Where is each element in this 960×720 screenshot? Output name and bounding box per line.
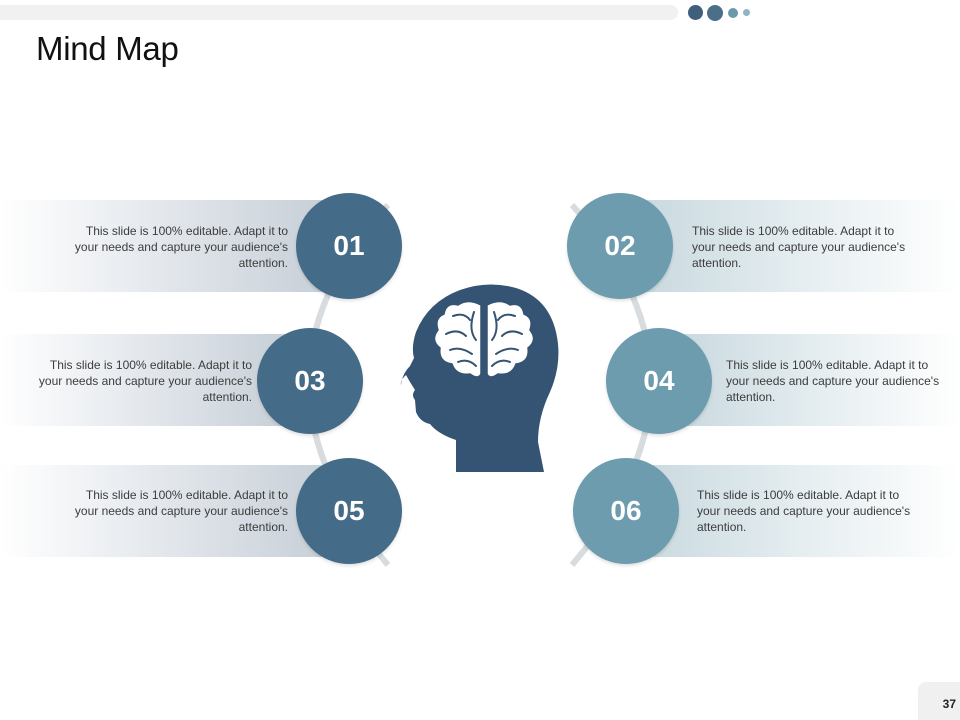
number-circle-04: 04 (606, 328, 712, 434)
item-text-05: This slide is 100% editable. Adapt it to… (74, 488, 288, 534)
page-number: 37 (942, 697, 956, 711)
number-circle-02: 02 (567, 193, 673, 299)
top-decorative-bar (0, 5, 678, 20)
decorative-dot (707, 5, 723, 21)
item-text-01: This slide is 100% editable. Adapt it to… (74, 224, 288, 270)
decorative-dot (728, 8, 738, 18)
number-circle-06: 06 (573, 458, 679, 564)
number-circle-03: 03 (257, 328, 363, 434)
decorative-dot (743, 9, 750, 16)
item-text-04: This slide is 100% editable. Adapt it to… (726, 358, 940, 404)
page-number-box: 37 (918, 682, 960, 720)
slide-title: Mind Map (36, 30, 179, 67)
band-item-02 (620, 200, 960, 292)
item-text-06: This slide is 100% editable. Adapt it to… (697, 488, 911, 534)
item-text-03: This slide is 100% editable. Adapt it to… (38, 358, 252, 404)
brain-folds (445, 311, 523, 367)
head-with-brain-icon (400, 284, 559, 472)
number-circle-01: 01 (296, 193, 402, 299)
number-circle-05: 05 (296, 458, 402, 564)
decorative-dot (688, 5, 703, 20)
band-item-05 (0, 465, 350, 557)
item-text-02: This slide is 100% editable. Adapt it to… (692, 224, 906, 270)
band-item-01 (0, 200, 350, 292)
